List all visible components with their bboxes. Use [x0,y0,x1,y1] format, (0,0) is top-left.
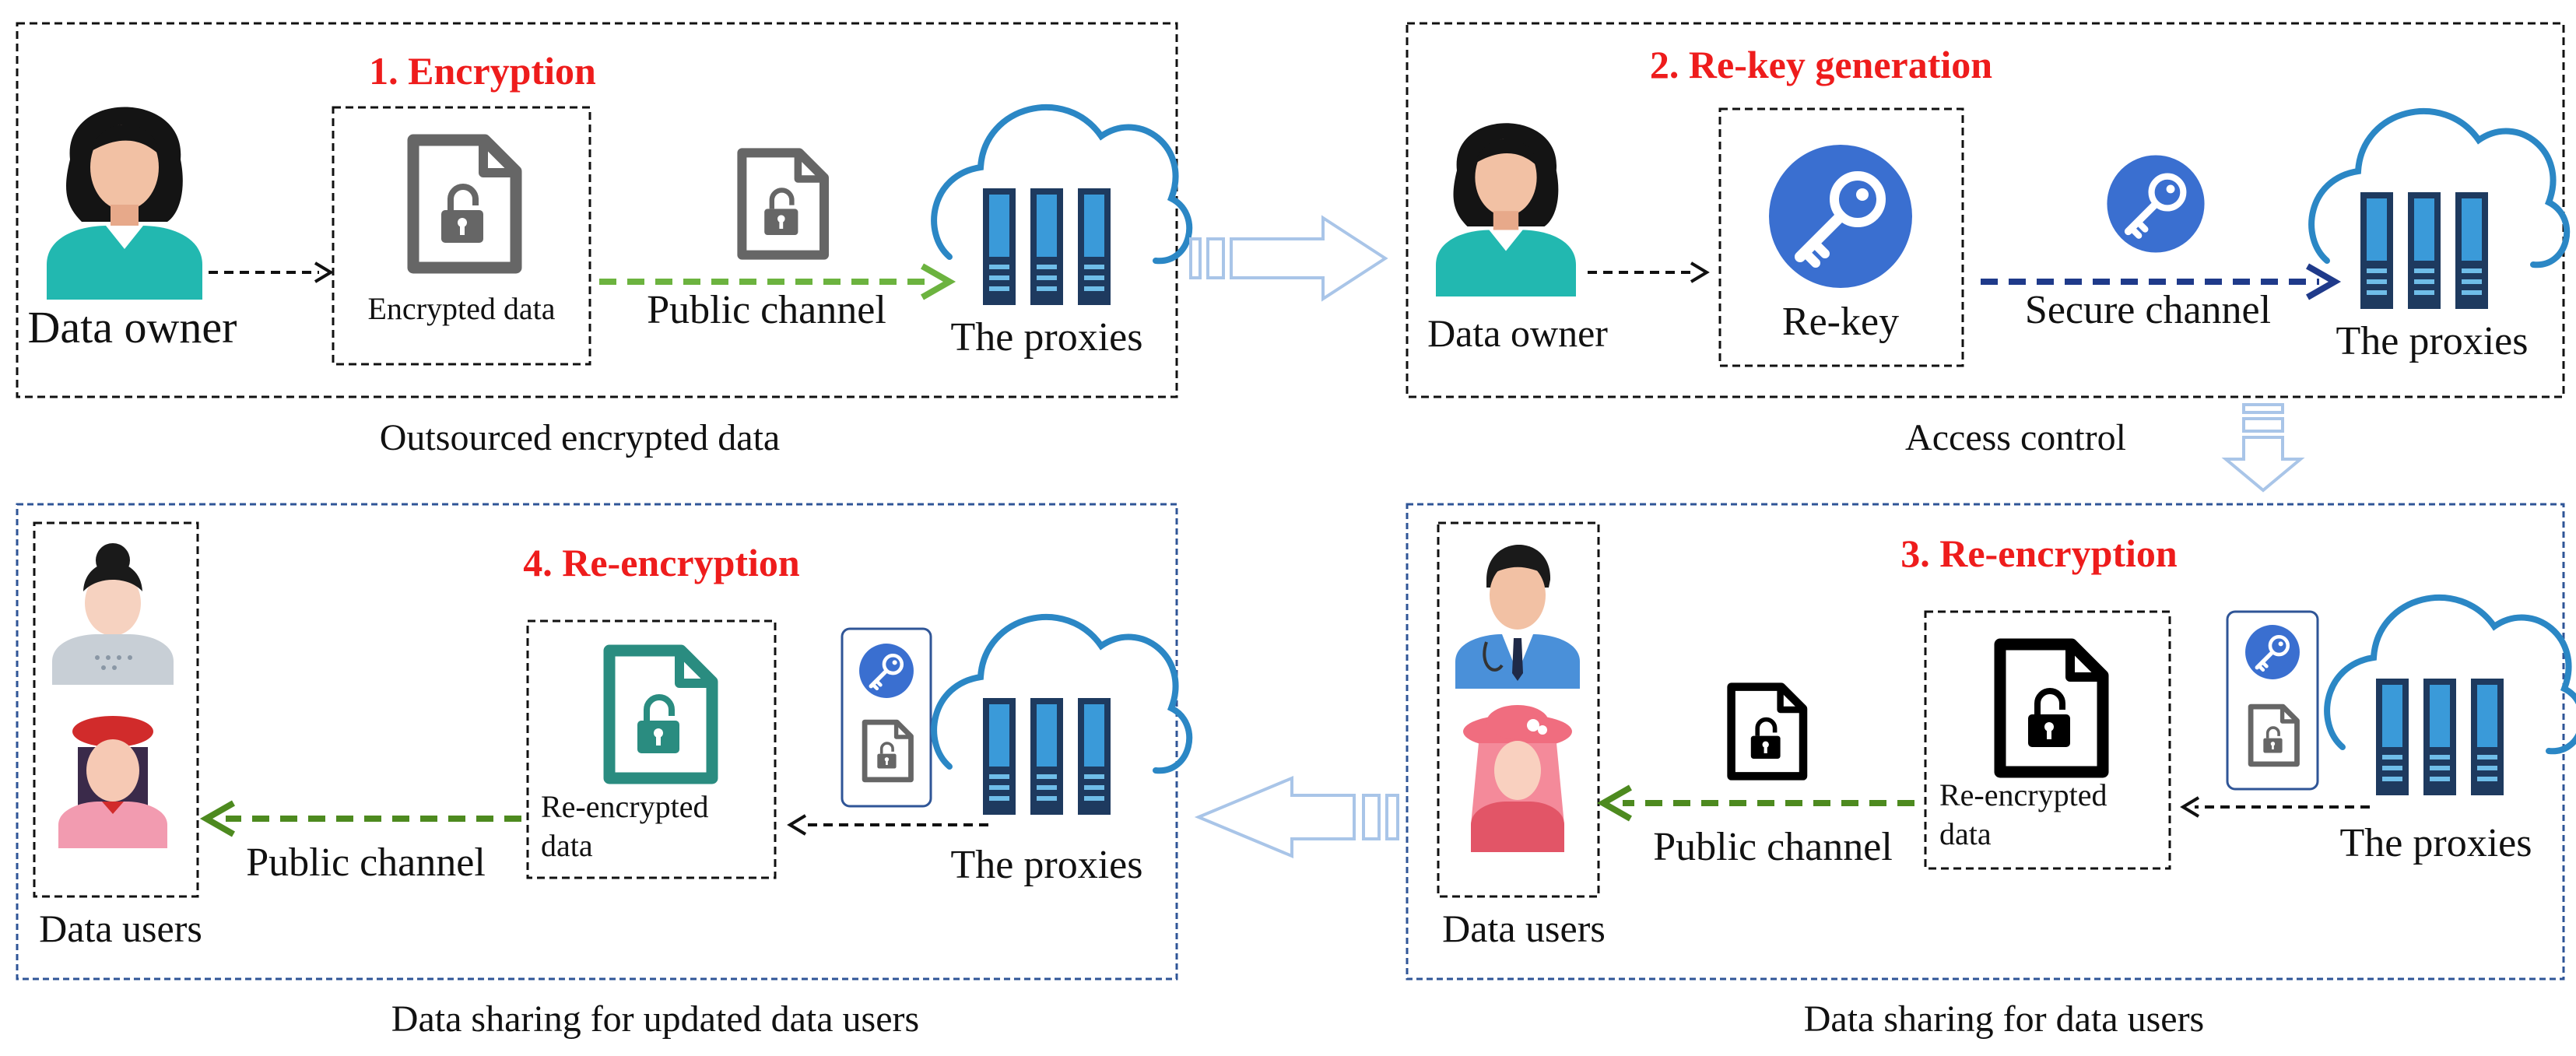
panel-title: 2. Re-key generation [1650,43,1992,86]
public-channel-label: Public channel [647,288,886,332]
girl-beret-avatar-icon [58,716,167,848]
users-label: Data users [39,907,202,950]
panel-title: 1. Encryption [369,49,596,93]
panel-caption: Access control [1905,417,2126,458]
key-icon [2107,155,2204,252]
key-doc-bundle [841,627,932,808]
encrypted-data-label: Encrypted data [368,291,556,326]
panel-title: 4. Re-encryption [523,541,800,584]
arrow-head [314,261,334,283]
panel-frame [16,22,1178,398]
panel-caption: Data sharing for updated data users [391,998,919,1040]
woman-hat-avatar-icon [1463,705,1572,852]
proxies-label: The proxies [951,315,1143,360]
panel-rekey-generation: 2. Re-key generation Data owner Re-key S… [1406,22,2567,398]
arrow-head [199,800,235,837]
woman-bun-avatar-icon [52,543,174,685]
re-encrypted-data-label-2: data [541,828,593,863]
public-channel-label: Public channel [246,840,486,885]
locked-document-icon [2251,707,2297,764]
owner-label: Data owner [1427,311,1608,355]
re-encrypted-data-box [1924,610,2171,870]
proxies-label: The proxies [2336,319,2529,363]
block-arrow-down [2221,403,2305,493]
arrow-head [2306,263,2342,300]
key-icon [859,644,914,698]
panel-encryption: 1. Encryption Data owner Encrypted data … [16,22,1189,398]
arrow-head [2180,796,2200,818]
block-arrow-right [1189,215,1388,302]
unlocked-document-icon [1732,687,1803,777]
locked-document-icon [413,140,516,268]
doctor-avatar-icon [1454,543,1581,690]
panel-caption: Outsourced encrypted data [380,417,780,458]
panel-frame [1406,22,2565,398]
locked-document-icon [865,722,911,780]
proxies-label: The proxies [2340,821,2532,865]
arrow-head [921,263,956,300]
key-icon [1769,145,1912,288]
re-encrypted-data-label-2: data [1939,816,1992,851]
encrypted-data-box [332,106,591,366]
cloud-server-icon [2311,111,2567,309]
panel-title: 3. Re-encryption [1900,532,2178,575]
re-encrypted-data-label-1: Re-encrypted [541,789,708,824]
cloud-server-icon [934,107,1189,305]
arrow-head [1596,784,1632,822]
key-icon [2245,625,2300,679]
panel-caption: Data sharing for data users [1804,998,2204,1040]
locked-document-icon [742,153,824,254]
owner-label: Data owner [28,302,237,353]
public-channel-label: Public channel [1653,825,1893,869]
panel-frame [16,503,1178,981]
secure-channel-label: Secure channel [2025,288,2271,332]
cloud-server-icon [2327,598,2576,795]
proxies-label: The proxies [951,843,1143,887]
unlocked-document-icon [2000,644,2103,772]
users-label: Data users [1442,907,1606,950]
cloud-server-icon [934,617,1189,815]
users-box [33,521,199,898]
panel-re-encryption: 3. Re-encryption Data users Public chann… [1406,503,2576,981]
person-owner-icon [1436,123,1576,296]
re-encrypted-data-box [526,619,777,879]
arrow-head [787,814,807,836]
panel-frame [1406,503,2565,981]
key-doc-bundle [2226,610,2319,791]
users-box [1437,521,1600,898]
unlocked-document-icon [609,651,712,778]
re-encrypted-data-label-1: Re-encrypted [1939,777,2107,812]
block-arrow-left [1194,776,1399,858]
panel-re-encryption-updated-users: 4. Re-encryption Data users Public chann… [16,503,1189,981]
person-owner-icon [47,107,202,300]
rekey-label: Re-key [1782,300,1899,344]
arrow-head [1690,261,1710,283]
